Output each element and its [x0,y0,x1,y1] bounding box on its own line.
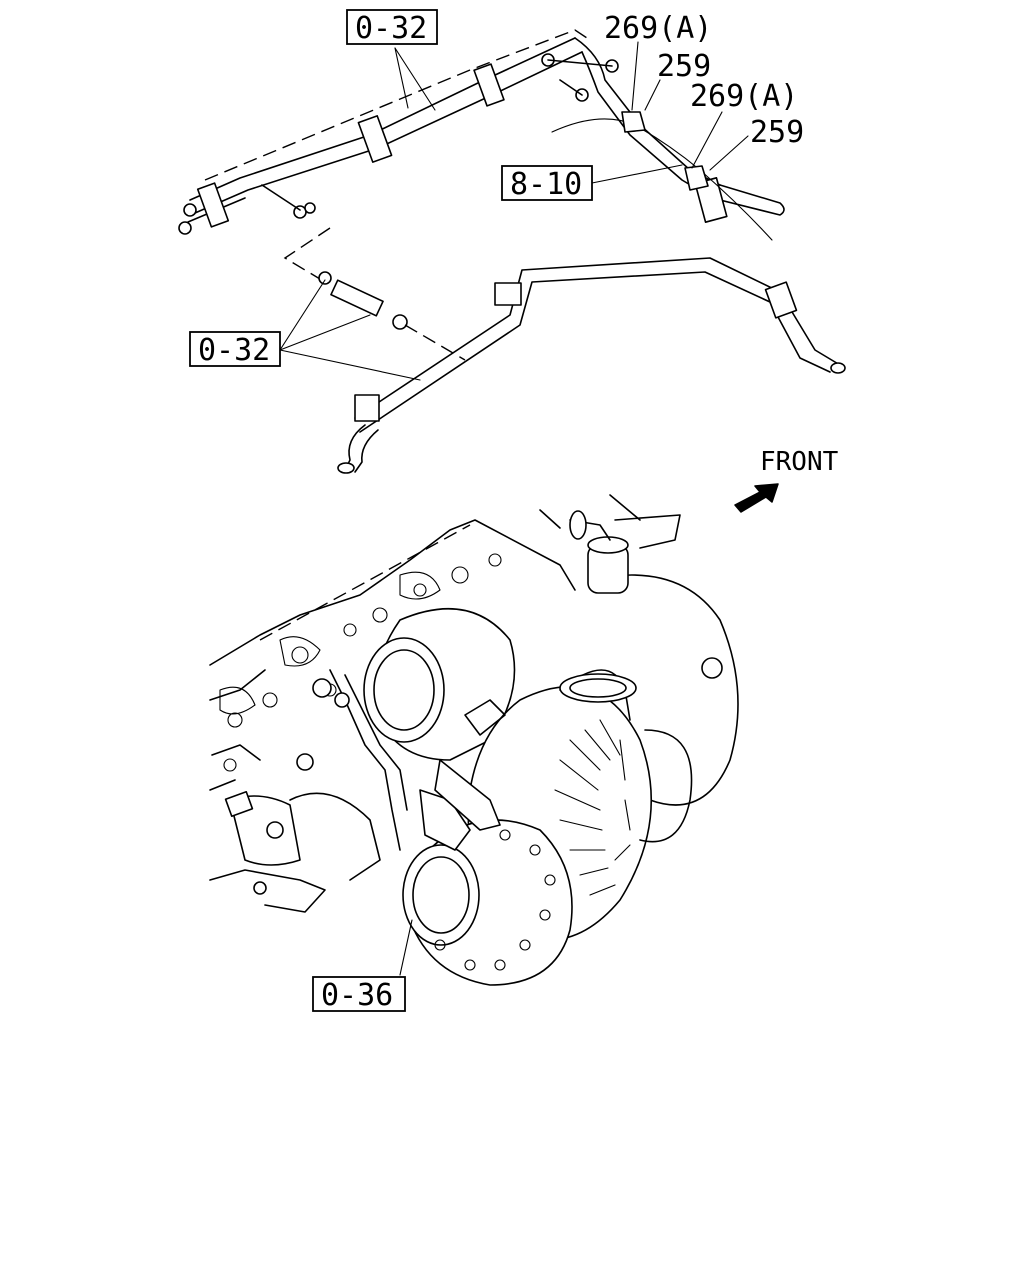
ref-0-36-label: 0-36 [321,978,393,1013]
upper-pipe-assembly [178,29,785,241]
part-259-lower-label: 259 [750,115,804,150]
callout-0-32-mid: 0-32 [189,331,281,368]
ref-0-32-mid-label: 0-32 [198,333,270,368]
callout-0-36: 0-36 [312,976,406,1013]
callout-8-10: 8-10 [501,165,593,202]
callout-0-32-top: 0-32 [346,9,438,46]
connection-dashed-line [283,227,331,283]
leader-lines [279,41,749,976]
engine-turbocharger [209,494,739,986]
ref-8-10-label: 8-10 [510,167,582,202]
middle-pipe-assembly [318,257,846,474]
part-269a-lower-label: 269(A) [690,79,798,114]
ref-0-32-top-label: 0-32 [355,11,427,46]
front-label: FRONT [760,447,839,477]
front-arrow-icon [734,483,779,513]
part-259-upper-label: 259 [657,49,711,84]
part-269a-upper-label: 269(A) [604,11,712,46]
